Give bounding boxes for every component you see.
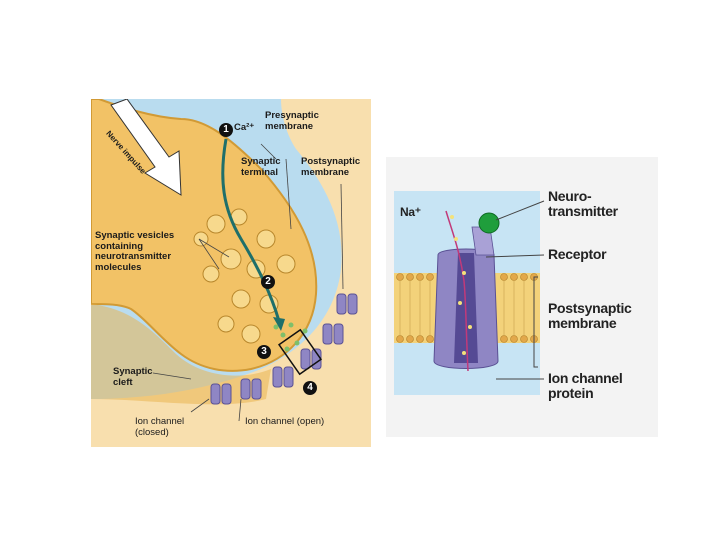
- synapse-diagram: Nerve impulse 1 Ca²⁺ Presynaptic membran…: [91, 99, 371, 447]
- closed-line-2: (closed): [135, 428, 184, 439]
- vesicles-line-4: molecules: [95, 263, 174, 274]
- neurotransmitter-label: Neuro- transmitter: [548, 189, 618, 219]
- step-4-badge: 4: [303, 381, 317, 395]
- presynaptic-line-1: Presynaptic: [265, 111, 319, 122]
- synaptic-terminal-label: Synaptic terminal: [241, 157, 281, 178]
- step-2-badge: 2: [261, 275, 275, 289]
- right-postsynaptic-line-2: membrane: [548, 316, 632, 331]
- synaptic-vesicles-label: Synaptic vesicles containing neurotransm…: [95, 231, 174, 273]
- postsynaptic-membrane-right-label: Postsynaptic membrane: [548, 301, 632, 331]
- terminal-line-1: Synaptic: [241, 157, 281, 168]
- ion-channel-closed-label: Ion channel (closed): [135, 417, 184, 438]
- closed-line-1: Ion channel: [135, 417, 184, 428]
- ion-channel-open-label: Ion channel (open): [245, 417, 324, 428]
- step-1-badge: 1: [219, 123, 233, 137]
- postsynaptic-line-2: membrane: [301, 168, 360, 179]
- right-postsynaptic-line-1: Postsynaptic: [548, 301, 632, 316]
- postsynaptic-membrane-label: Postsynaptic membrane: [301, 157, 360, 178]
- ion-channel-diagram: Na⁺ Neuro- transmitter Receptor Postsyna…: [386, 157, 658, 437]
- vesicles-line-1: Synaptic vesicles: [95, 231, 174, 242]
- postsynaptic-line-1: Postsynaptic: [301, 157, 360, 168]
- protein-line-1: Ion channel: [548, 371, 623, 386]
- vesicles-line-3: neurotransmitter: [95, 252, 174, 263]
- neurotransmitter-line-1: Neuro-: [548, 189, 618, 204]
- synaptic-cleft-label: Synaptic cleft: [113, 367, 153, 388]
- terminal-line-2: terminal: [241, 168, 281, 179]
- neurotransmitter-line-2: transmitter: [548, 204, 618, 219]
- cleft-line-1: Synaptic: [113, 367, 153, 378]
- ion-channel-protein-label: Ion channel protein: [548, 371, 623, 401]
- presynaptic-line-2: membrane: [265, 122, 319, 133]
- step-3-badge: 3: [257, 345, 271, 359]
- calcium-label: Ca²⁺: [234, 123, 254, 134]
- protein-line-2: protein: [548, 386, 623, 401]
- cleft-line-2: cleft: [113, 378, 153, 389]
- receptor-label: Receptor: [548, 247, 606, 262]
- presynaptic-membrane-label: Presynaptic membrane: [265, 111, 319, 132]
- synapse-drawing: [91, 99, 371, 447]
